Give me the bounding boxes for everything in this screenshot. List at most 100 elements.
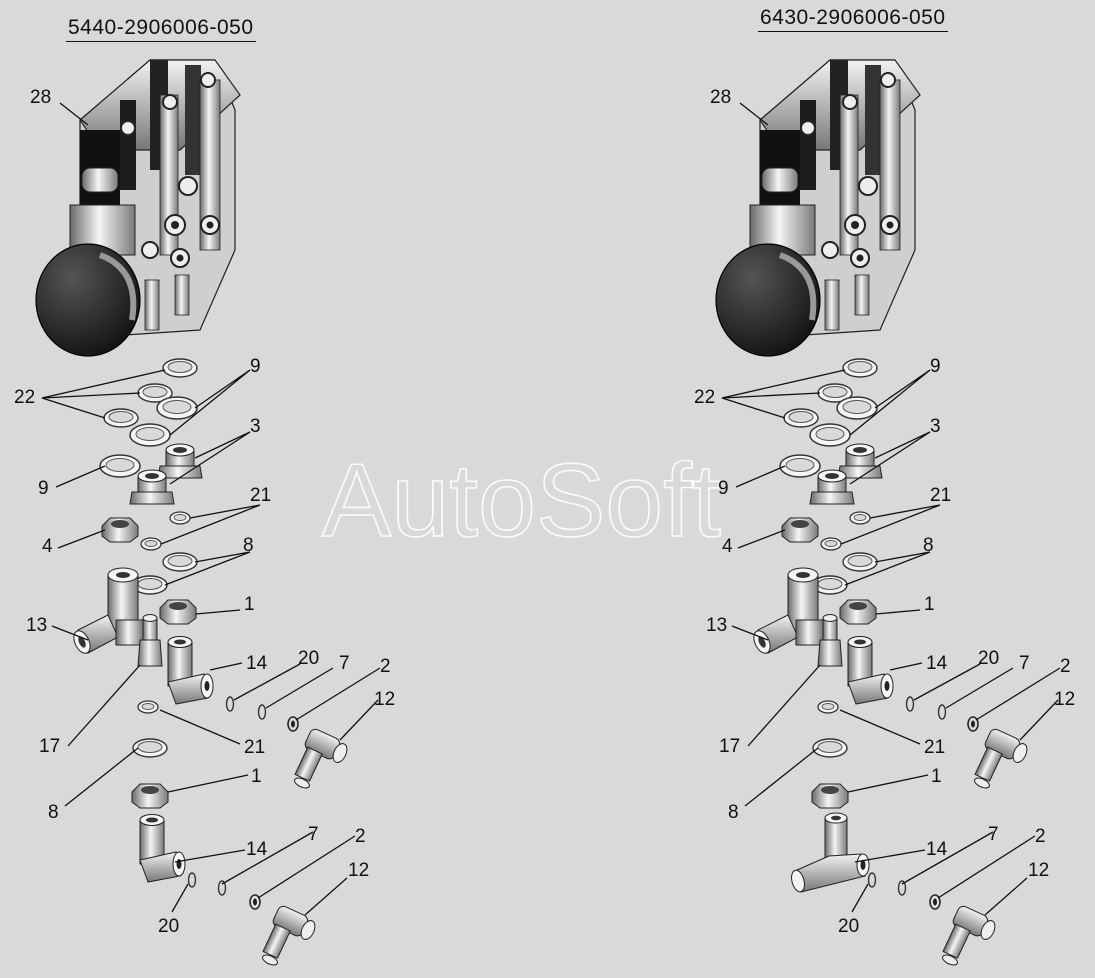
callout-8: 8 (243, 535, 254, 556)
callout-20: 20 (298, 648, 319, 669)
tee-fitting-part-13 (750, 567, 824, 657)
callout-3: 3 (930, 416, 941, 437)
callouts-right: 28 22 9 9 3 21 4 8 13 1 14 20 7 2 12 17 … (694, 87, 1075, 937)
callout-21: 21 (930, 485, 951, 506)
nut-part-1 (159, 599, 197, 625)
callout-20: 20 (838, 916, 859, 937)
washer-part-22 (103, 408, 139, 428)
callout-28: 28 (710, 87, 731, 108)
washer-part-8 (812, 738, 848, 758)
leaders-left (41, 102, 381, 916)
callout-7: 7 (339, 653, 350, 674)
callout-22: 22 (14, 387, 35, 408)
washer-part-9 (99, 454, 141, 478)
washer-part-9 (156, 396, 198, 420)
nut-part-1 (131, 783, 169, 809)
washer-part-22 (129, 423, 171, 447)
nut-part-4 (781, 517, 819, 543)
washer-part-21 (169, 511, 191, 525)
washer-part-8 (842, 552, 878, 572)
callout-21: 21 (244, 737, 265, 758)
callout-2: 2 (355, 826, 366, 847)
callout-1: 1 (244, 594, 255, 615)
washer-part-22 (809, 423, 851, 447)
nut-part-1 (839, 599, 877, 625)
nut-part-4 (101, 517, 139, 543)
washer-part-22 (783, 408, 819, 428)
callout-14: 14 (246, 653, 268, 674)
washer-part-22 (162, 358, 198, 378)
callout-4: 4 (42, 536, 53, 557)
callout-17: 17 (719, 736, 740, 757)
callout-7: 7 (988, 824, 999, 845)
callout-12: 12 (1054, 689, 1075, 710)
valve-housing-part-28 (716, 60, 920, 356)
connector-part-12 (292, 726, 351, 791)
callout-8: 8 (728, 802, 739, 823)
part-number-right: 6430-2906006-050 (758, 6, 948, 32)
elbow-part-14 (847, 636, 894, 705)
o-ring-part-20 (225, 696, 235, 712)
callout-1: 1 (931, 766, 942, 787)
callout-13: 13 (26, 615, 47, 636)
callout-14: 14 (926, 653, 948, 674)
washer-part-21 (849, 511, 871, 525)
washer-part-8 (132, 738, 168, 758)
elbow-part-14 (167, 636, 214, 705)
callout-14: 14 (926, 839, 948, 860)
callout-9: 9 (718, 478, 729, 499)
valve-housing-part-28 (36, 60, 240, 356)
assembly-left (36, 60, 351, 968)
washer-part-21 (137, 700, 159, 714)
callout-12: 12 (1028, 860, 1049, 881)
callout-8: 8 (923, 535, 934, 556)
o-ring-part-20 (867, 872, 877, 888)
callout-9: 9 (38, 478, 49, 499)
callout-12: 12 (374, 689, 395, 710)
callout-1: 1 (251, 766, 262, 787)
washer-part-22 (842, 358, 878, 378)
callouts-left: 28 22 9 9 3 21 4 8 13 1 14 20 7 2 12 17 … (14, 87, 395, 937)
leaders-right (721, 102, 1061, 916)
o-ring-part-20 (187, 872, 197, 888)
callout-17: 17 (39, 736, 60, 757)
callout-20: 20 (158, 916, 179, 937)
callout-7: 7 (308, 824, 319, 845)
washer-part-21 (140, 537, 162, 551)
callout-20: 20 (978, 648, 999, 669)
callout-13: 13 (706, 615, 727, 636)
callout-21: 21 (924, 737, 945, 758)
assembly-right (716, 60, 1031, 968)
o-ring-part-20 (905, 696, 915, 712)
callout-9: 9 (250, 356, 261, 377)
washer-part-8 (162, 552, 198, 572)
washer-part-9 (779, 454, 821, 478)
nut-part-1 (811, 783, 849, 809)
tee-elbow-part-14 (788, 812, 870, 894)
elbow-part-14 (139, 814, 186, 883)
o-ring-part-7 (257, 704, 267, 720)
callout-2: 2 (1060, 656, 1071, 677)
washer-part-9 (836, 396, 878, 420)
callout-2: 2 (1035, 826, 1046, 847)
callout-28: 28 (30, 87, 51, 108)
callout-21: 21 (250, 485, 271, 506)
callout-1: 1 (924, 594, 935, 615)
connector-part-12 (940, 903, 999, 968)
callout-7: 7 (1019, 653, 1030, 674)
callout-2: 2 (380, 656, 391, 677)
connector-part-12 (260, 903, 319, 968)
part-number-left: 5440-2906006-050 (66, 16, 256, 42)
o-ring-part-7 (937, 704, 947, 720)
washer-part-21 (817, 700, 839, 714)
washer-part-21 (820, 537, 842, 551)
callout-8: 8 (48, 802, 59, 823)
connector-part-12 (972, 726, 1031, 791)
callout-4: 4 (722, 536, 733, 557)
callout-22: 22 (694, 387, 715, 408)
callout-9: 9 (930, 356, 941, 377)
watermark-text: AutoSoft (322, 443, 721, 559)
callout-3: 3 (250, 416, 261, 437)
callout-14: 14 (246, 839, 268, 860)
